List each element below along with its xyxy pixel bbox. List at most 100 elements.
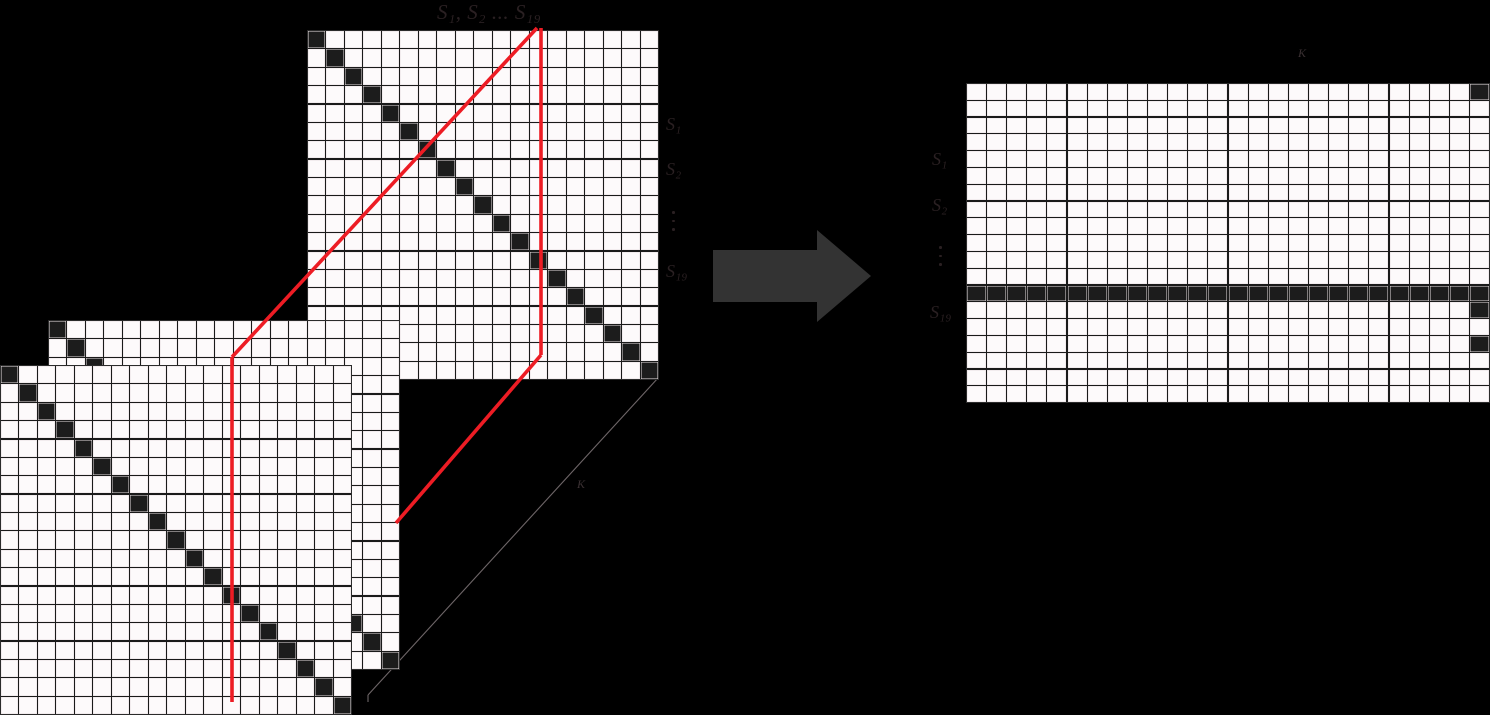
matrix-cell [167,402,185,420]
matrix-cell [1409,302,1429,318]
matrix-cell [326,251,344,269]
matrix-cell [1067,117,1087,134]
matrix-cell [1449,352,1469,369]
matrix-cell [1228,302,1248,318]
matrix-cell [603,288,622,306]
matrix-cell [1248,352,1268,369]
matrix-cell [987,268,1007,285]
matrix-cell [967,285,986,302]
matrix-cell [1409,218,1429,234]
matrix-cell [1148,302,1168,318]
matrix-cell [1268,151,1288,167]
matrix-cell [241,476,259,494]
matrix-cell [1188,218,1208,234]
matrix-cell [1369,117,1389,134]
matrix-cell [130,549,148,567]
matrix-cell [511,269,529,288]
matrix-cell [1127,84,1147,100]
matrix-cell [167,476,185,494]
matrix-cell [19,494,37,512]
matrix-cell [204,660,222,678]
matrix-cell [363,321,381,339]
matrix-cell [74,604,93,623]
matrix-cell [1107,319,1127,335]
matrix-cell [1087,201,1107,218]
matrix-cell [93,513,111,531]
matrix-cell [400,306,418,324]
matrix-cell [1027,369,1047,386]
matrix-cell [56,402,74,420]
matrix-cell [381,486,399,504]
matrix-cell [622,49,640,67]
matrix-cell [278,476,296,494]
matrix-cell [418,288,437,306]
matrix-cell [529,159,548,177]
matrix-cell [640,31,658,49]
matrix-cell [148,568,167,586]
matrix-cell [344,288,363,306]
matrix-cell [548,31,566,49]
matrix-cell [1449,100,1469,117]
matrix-cell [315,513,333,531]
matrix-cell [1449,117,1469,134]
matrix-cell [1409,285,1429,302]
matrix-cell [56,549,74,567]
matrix-cell [1127,134,1147,150]
matrix-cell [455,251,474,269]
matrix-cell [167,439,185,457]
matrix-cell [967,251,986,268]
matrix-cell [315,696,333,714]
matrix-cell [278,678,296,696]
matrix-cell [148,549,167,567]
matrix-cell [1148,369,1168,386]
matrix-cell [1349,268,1369,285]
matrix-cell [622,104,640,122]
matrix-cell [315,623,333,641]
matrix-cell [622,196,640,214]
matrix-cell [1268,218,1288,234]
matrix-cell [130,660,148,678]
matrix-cell [640,196,658,214]
matrix-cell [148,678,167,696]
matrix-cell [1429,201,1449,218]
matrix-cell [1288,201,1308,218]
matrix-cell [1248,319,1268,335]
matrix-cell [1107,151,1127,167]
matrix-cell [1047,386,1067,402]
matrix-cell [640,178,658,196]
matrix-cell [1208,201,1228,218]
matrix-cell [967,302,986,318]
matrix-cell [418,178,437,196]
matrix-cell [548,67,566,85]
matrix-cell [93,384,111,402]
matrix-cell [326,339,344,357]
matrix-cell [585,196,603,214]
matrix-cell [1309,235,1329,251]
back-matrix-row-label-s19: S₁₉ [666,261,688,281]
matrix-cell [308,49,326,67]
matrix-cell [111,402,130,420]
matrix-cell [315,568,333,586]
matrix-cell [1309,117,1329,134]
matrix-cell [130,421,148,439]
matrix-cell [1208,369,1228,386]
matrix-cell [333,604,351,623]
matrix-cell [326,122,344,141]
matrix-cell [967,319,986,335]
matrix-cell [492,49,511,67]
matrix-cell [1047,268,1067,285]
matrix-cell [222,641,241,659]
matrix-cell [622,325,640,343]
matrix-cell [1148,386,1168,402]
matrix-cell [222,439,241,457]
matrix-cell [585,122,603,141]
matrix-cell [56,660,74,678]
matrix-cell [315,531,333,549]
matrix-cell [167,366,185,384]
matrix-cell [1087,251,1107,268]
matrix-cell [1228,352,1248,369]
matrix-cell [1087,319,1107,335]
matrix-cell [437,306,455,324]
matrix-cell [1007,285,1027,302]
matrix-cell [1228,251,1248,268]
